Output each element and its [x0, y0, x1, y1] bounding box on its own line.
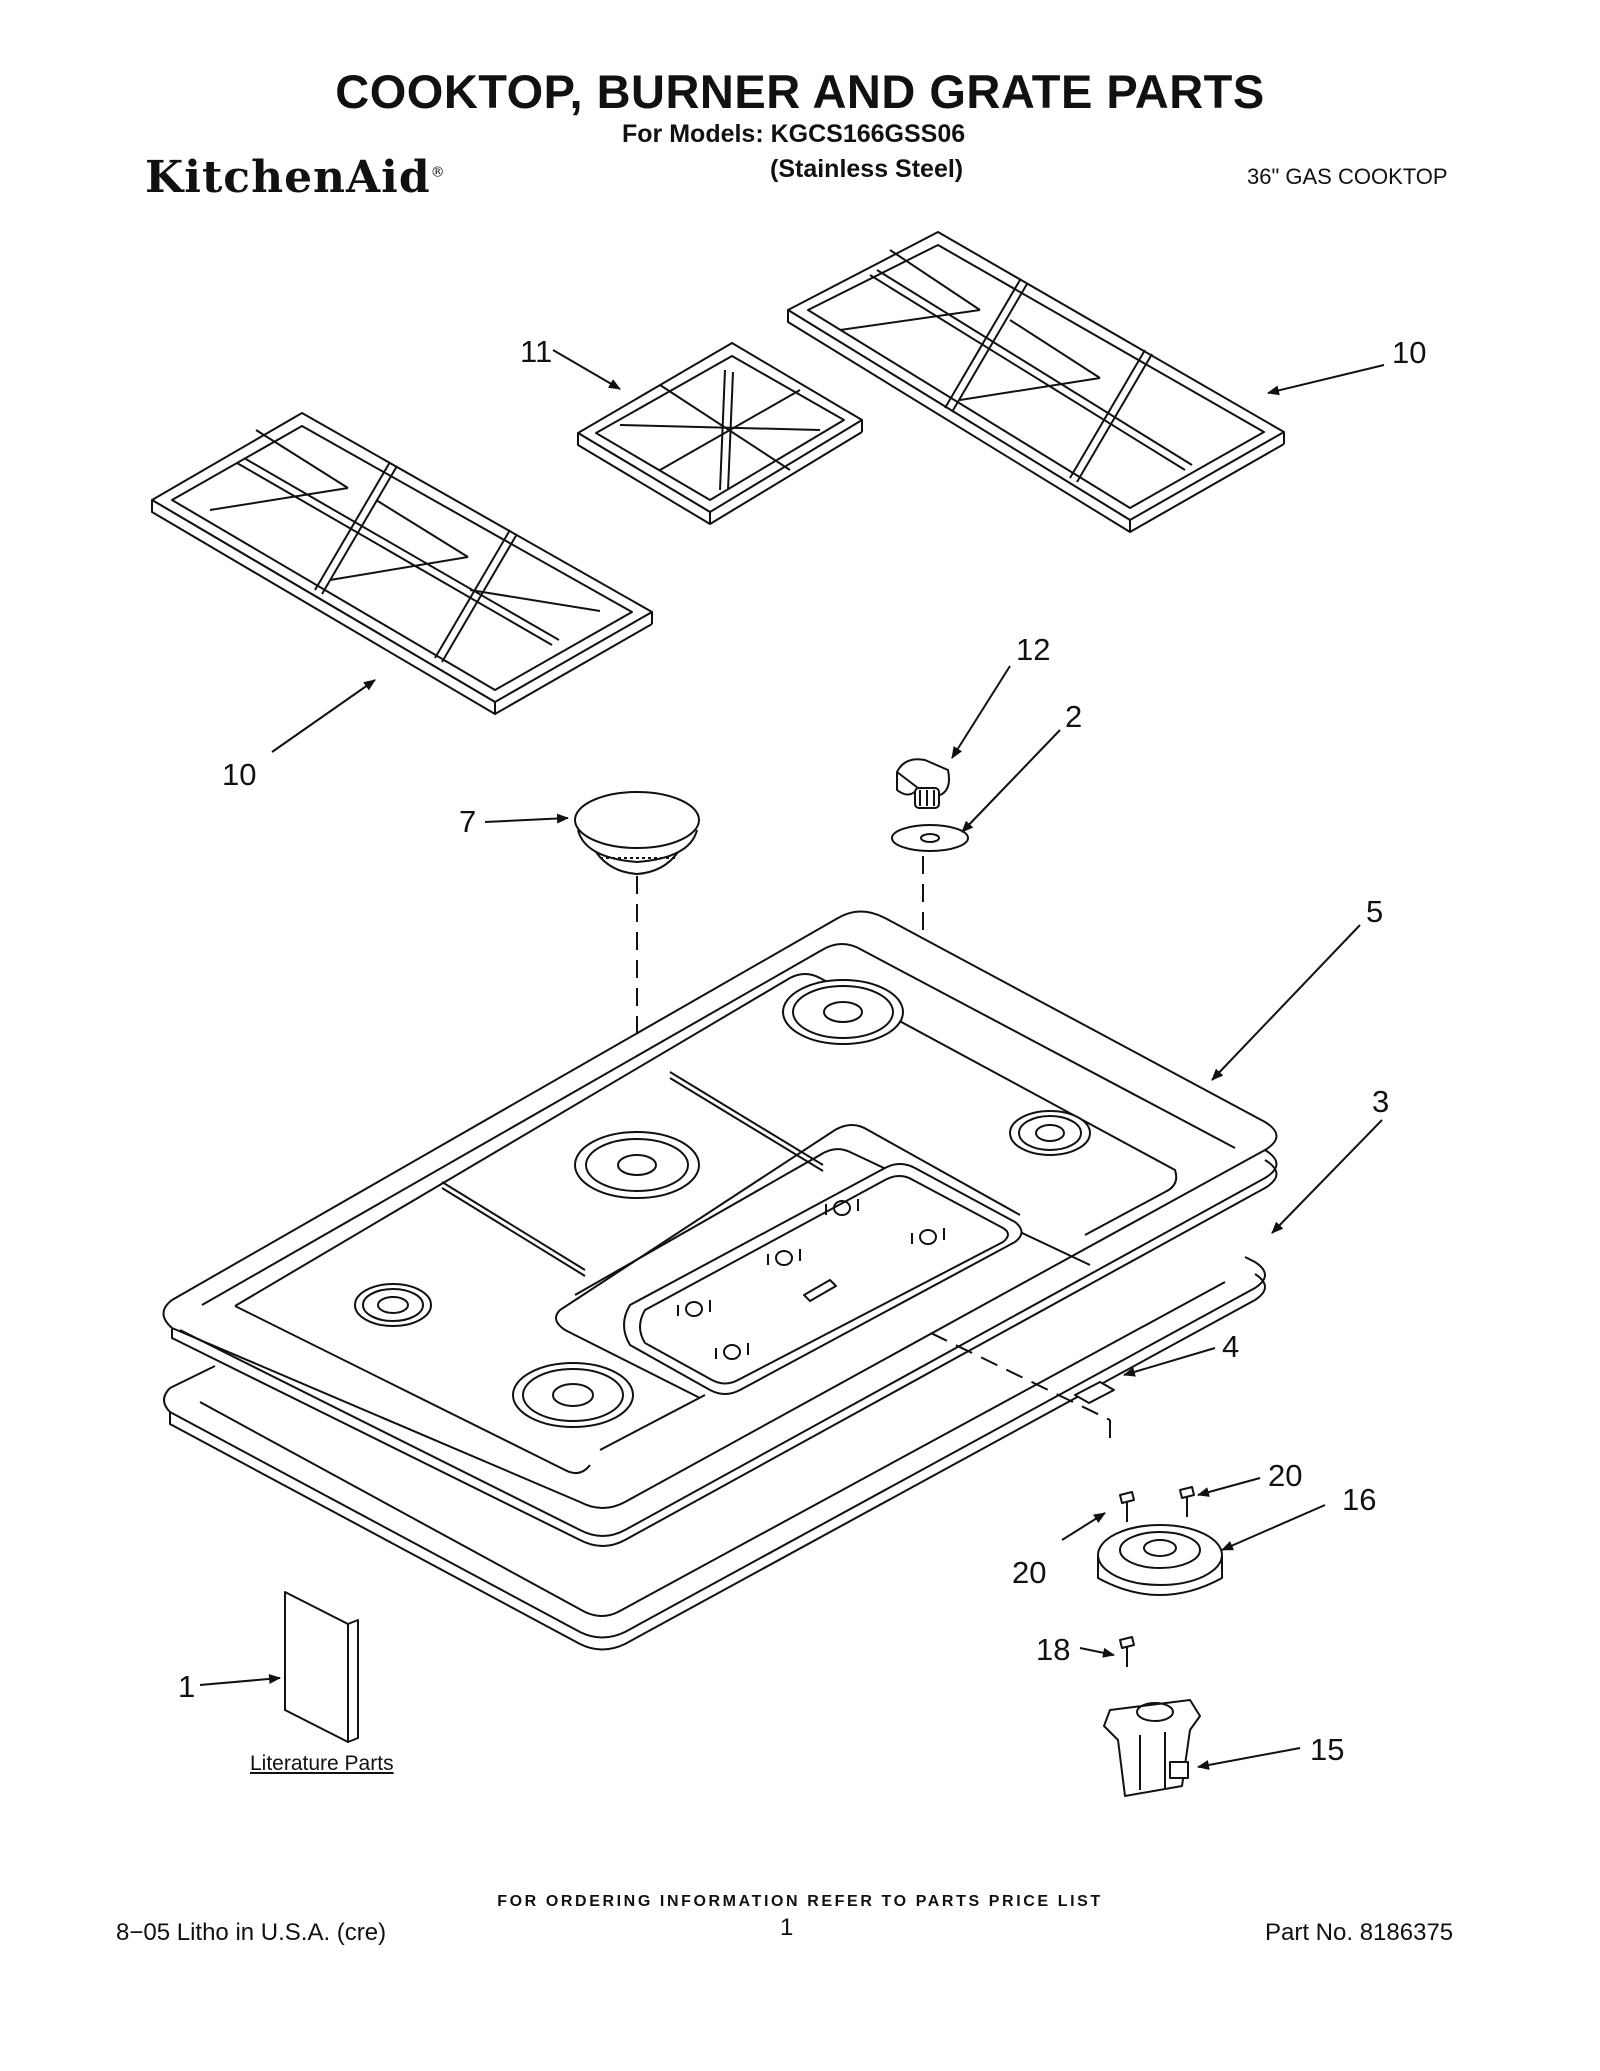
product-type: 36" GAS COOKTOP [1247, 164, 1448, 189]
callout-2: 2 [1065, 699, 1082, 734]
callout-12: 12 [1016, 632, 1050, 667]
callout-3: 3 [1372, 1084, 1389, 1119]
control-knob-part-12 [896, 758, 950, 809]
burner-2 [512, 1362, 634, 1428]
models-line: For Models: KGCS166GSS06 [622, 120, 966, 148]
litho-note: 8−05 Litho in U.S.A. (cre) [116, 1919, 387, 1946]
burner-3 [574, 1131, 700, 1199]
callout-20-lower: 20 [1012, 1555, 1046, 1590]
callout-7: 7 [459, 804, 476, 839]
control-symbols [677, 1199, 945, 1360]
burner-5 [1009, 1110, 1091, 1156]
leader-arrows [199, 349, 1385, 1770]
burner-4 [782, 979, 904, 1045]
brand-name: KitchenAid [145, 152, 431, 203]
callout-20-upper: 20 [1268, 1458, 1302, 1493]
callout-18: 18 [1036, 1632, 1070, 1667]
burner-cap-part-7 [574, 791, 700, 875]
knob-bezel-part-2 [891, 824, 969, 852]
grate-right-part-10 [787, 231, 1285, 533]
model-variant: (Stainless Steel) [770, 155, 964, 183]
literature-parts-label: Literature Parts [250, 1752, 394, 1775]
burner-base-part-16 [1097, 1524, 1223, 1596]
cooktop-part-5 [162, 910, 1278, 1547]
literature-part-1 [284, 1591, 359, 1743]
part-4-tab [1074, 1381, 1115, 1404]
callout-4: 4 [1222, 1329, 1239, 1364]
brand-logo: KitchenAid® [145, 152, 446, 203]
burner-bracket-part-15 [1103, 1699, 1201, 1797]
ordering-note: FOR ORDERING INFORMATION REFER TO PARTS … [497, 1893, 1103, 1910]
callout-11: 11 [520, 334, 552, 369]
screw-part-20a [1119, 1491, 1135, 1522]
screw-part-18 [1119, 1636, 1135, 1667]
registered-mark: ® [430, 164, 446, 181]
callout-10-left: 10 [222, 757, 256, 792]
page-title: COOKTOP, BURNER AND GRATE PARTS [335, 65, 1265, 118]
callout-1: 1 [178, 1669, 195, 1704]
page-number: 1 [780, 1914, 794, 1941]
grate-center-part-11 [577, 342, 863, 525]
callout-15: 15 [1310, 1732, 1344, 1767]
grate-left-part-10 [151, 412, 653, 715]
burner-1 [354, 1283, 432, 1327]
part-number: Part No. 8186375 [1265, 1919, 1454, 1946]
callout-16: 16 [1342, 1482, 1376, 1517]
callout-5: 5 [1366, 894, 1383, 929]
screw-part-20b [1179, 1486, 1195, 1517]
gasket-part-3 [163, 1256, 1266, 1651]
callout-10-right: 10 [1392, 335, 1426, 370]
